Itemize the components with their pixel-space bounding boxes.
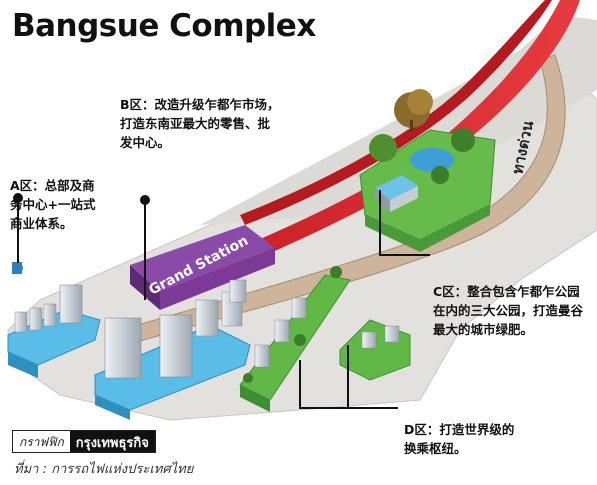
zone-a-block: [7, 262, 101, 378]
graphic-credit: กราฟฟิก กรุงเทพธุรกิจ: [12, 430, 156, 453]
credit-graphic-label: กราฟฟิก: [13, 431, 70, 452]
source-note: ที่มา : การรถไฟแห่งประเทศไทย: [14, 462, 194, 477]
leader-dots: [13, 193, 150, 273]
tree: [294, 334, 306, 346]
zone-b-label: B区：改造升级乍都乍市场， 打造东南亚最大的零售、批 发中心。: [120, 97, 280, 150]
zone-c-label: C区：整合包含乍都乍公园 在内的三大公园，打造曼谷 最大的城市绿肥。: [433, 284, 584, 337]
tree: [431, 166, 449, 184]
tree: [330, 266, 342, 278]
tree: [243, 373, 253, 383]
zone-d-block: [239, 266, 411, 412]
tower-a: [59, 284, 83, 324]
leader-lines: [17, 190, 430, 409]
tower-b-1: [104, 317, 142, 379]
zone-d-label: D区：打造世界级的 换乘枢纽。: [404, 422, 515, 456]
credit-publisher: กรุงเทพธุรกิจ: [69, 431, 155, 452]
page-title: Bangsue Complex: [12, 8, 316, 44]
expressway-road: [119, 54, 566, 346]
tree: [369, 134, 397, 162]
pond: [410, 148, 454, 172]
tree: [451, 128, 475, 152]
red-rail-line-2: [240, 0, 552, 225]
tower-b-2: [159, 314, 193, 378]
zone-c-park: [359, 89, 496, 252]
zone-a-label: A区：总部及商 务中心+一站式 商业体系。: [10, 178, 96, 231]
zone-b-block: [94, 279, 251, 420]
